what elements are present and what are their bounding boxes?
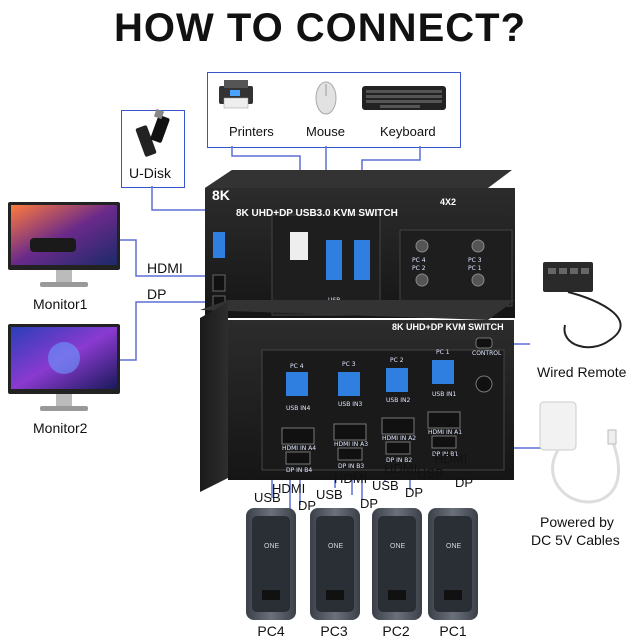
- rear-usb2-label: USB IN2: [386, 397, 410, 404]
- rear-usb3-label: USB IN3: [338, 401, 362, 408]
- power-label-line2: DC 5V Cables: [531, 532, 620, 548]
- pc1-dp-label: DP: [455, 475, 474, 490]
- rear-port-labels: PC 4 PC 3 PC 2 PC 1 USB IN4 USB IN3 USB …: [282, 349, 462, 474]
- wired-remote-label: Wired Remote: [537, 364, 627, 380]
- pc4-icon: [246, 508, 296, 620]
- rear-usb4-label: USB IN4: [286, 405, 310, 412]
- rear-hdmi3-label: HDMI IN A3: [334, 441, 368, 448]
- power-label-line1: Powered by: [540, 514, 614, 530]
- pc-units: [246, 508, 478, 620]
- pc1-hdmi-label: HDMI: [434, 451, 468, 466]
- rear-hdmi4-label: HDMI IN A4: [282, 445, 316, 452]
- pc1-brand: ONE: [446, 543, 462, 550]
- button-label-pc3: PC 3: [468, 257, 482, 264]
- pc4-brand: ONE: [264, 543, 280, 550]
- pc3-usb-label: USB: [316, 487, 343, 502]
- pc2-brand: ONE: [390, 543, 406, 550]
- printer-icon: [219, 80, 253, 109]
- rear-pc2-label: PC 2: [390, 357, 404, 364]
- rear-dp1-label: DP IN B1: [432, 451, 458, 458]
- pc2-label: PC2: [382, 623, 410, 639]
- pc3-dp-label: DP: [360, 496, 379, 511]
- pc1-label: PC1: [439, 623, 467, 639]
- switch-logo: 8K: [212, 187, 230, 203]
- hdmi-label: HDMI: [147, 260, 183, 276]
- keyboard-label: Keyboard: [380, 124, 436, 139]
- rear-hdmi2-label: HDMI IN A2: [382, 435, 416, 442]
- wired-remote-icon: [543, 262, 622, 349]
- pc3-hdmi-label: HDMI: [334, 471, 368, 486]
- rear-pc3-label: PC 3: [342, 361, 356, 368]
- control-mark: CONTROL: [472, 350, 502, 357]
- pc2-usb-label: USB: [372, 478, 399, 493]
- button-label-pc2: PC 2: [412, 265, 426, 272]
- rear-dp4-label: DP IN B4: [286, 467, 312, 474]
- pc4-usb-label: USB: [254, 490, 281, 505]
- top-switch-badge: 4X2: [440, 197, 456, 207]
- monitor2-icon: [8, 324, 120, 411]
- rear-hdmi1-label: HDMI IN A1: [428, 429, 462, 436]
- pc1-icon: [428, 508, 478, 620]
- page-title: HOW TO CONNECT?: [113, 6, 526, 50]
- rear-pc1-label: PC 1: [436, 349, 450, 356]
- button-label-pc4: PC 4: [412, 257, 426, 264]
- printers-label: Printers: [229, 124, 274, 139]
- pc3-icon: [310, 508, 360, 620]
- pc4-dp-label: DP: [298, 498, 317, 513]
- keyboard-icon: [362, 86, 446, 110]
- monitor1-icon: [8, 202, 120, 287]
- dp-label: DP: [147, 286, 167, 302]
- usb-drive-icon: [135, 108, 170, 157]
- udisk-label: U-Disk: [129, 165, 171, 181]
- pc3-brand: ONE: [328, 543, 344, 550]
- pc2-icon: [372, 508, 422, 620]
- pc-brand-marks: ONE ONE ONE ONE: [264, 543, 462, 550]
- mouse-label: Mouse: [306, 124, 346, 139]
- pc4-hdmi-label: HDMI: [272, 481, 306, 496]
- rear-usb1-label: USB IN1: [432, 391, 456, 398]
- front-switch-label: 8K UHD+DP KVM SWITCH: [392, 322, 504, 332]
- power-adapter-icon: [539, 401, 621, 504]
- kvm-switch-top-unit: [205, 170, 515, 318]
- button-label-pc1: PC 1: [468, 265, 482, 272]
- rear-pc4-label: PC 4: [290, 363, 304, 370]
- pc1-usb-label: USB: [417, 466, 444, 481]
- rear-dp3-label: DP IN B3: [338, 463, 364, 470]
- pc3-label: PC3: [320, 623, 348, 639]
- pc4-label: PC4: [257, 623, 285, 639]
- monitor1-label: Monitor1: [33, 296, 88, 312]
- monitor2-label: Monitor2: [33, 420, 88, 436]
- pc2-dp-label: DP: [405, 485, 424, 500]
- top-switch-label: 8K UHD+DP USB3.0 KVM SWITCH: [236, 208, 398, 219]
- mouse-icon: [315, 81, 337, 115]
- pc2-hdmi-label: HDMI: [384, 461, 418, 476]
- kvm-switch-rear-unit: [200, 300, 515, 492]
- rear-dp2-label: DP IN B2: [386, 457, 412, 464]
